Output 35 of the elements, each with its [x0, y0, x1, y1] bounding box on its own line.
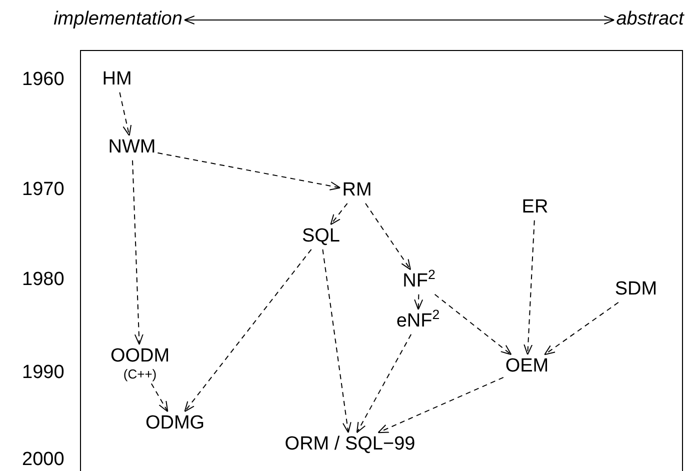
model-label: RM [342, 180, 372, 202]
year-label: 2000 [22, 449, 64, 471]
model-label: OODM [110, 346, 170, 368]
year-label: 1970 [22, 179, 64, 201]
note-text: (C++) [122, 367, 158, 382]
model-label: OEM [505, 356, 549, 378]
arrow [157, 152, 341, 190]
axis-end-label: implementation [54, 10, 182, 30]
double-arrow [184, 16, 615, 24]
arrow [132, 160, 144, 345]
arrow [524, 220, 535, 356]
year-label: 1990 [22, 362, 64, 384]
arrow [414, 294, 424, 310]
arrow [544, 302, 619, 356]
arrow [150, 383, 168, 412]
model-label: ER [522, 198, 548, 218]
arrow [330, 202, 348, 226]
model-label: NF$^{2}$ [402, 272, 436, 292]
arrow [356, 334, 412, 434]
arrow [365, 202, 411, 270]
model-label: SDM [614, 280, 658, 300]
model-label: HM [102, 70, 132, 90]
model-label: eNF$^{2}$ [396, 312, 440, 332]
arrow [434, 294, 512, 356]
arrow [119, 92, 132, 136]
model-label: SQL [302, 226, 340, 248]
arrow [322, 248, 352, 434]
year-label: 1980 [22, 269, 64, 291]
arrow [184, 248, 312, 412]
model-label: ODMG [145, 414, 205, 434]
arrow [378, 376, 504, 434]
axis-end-label: abstract [616, 10, 684, 30]
model-label: ORM / SQL−99 [284, 434, 416, 456]
year-label: 1960 [22, 69, 64, 91]
model-label: NWM [108, 138, 156, 158]
